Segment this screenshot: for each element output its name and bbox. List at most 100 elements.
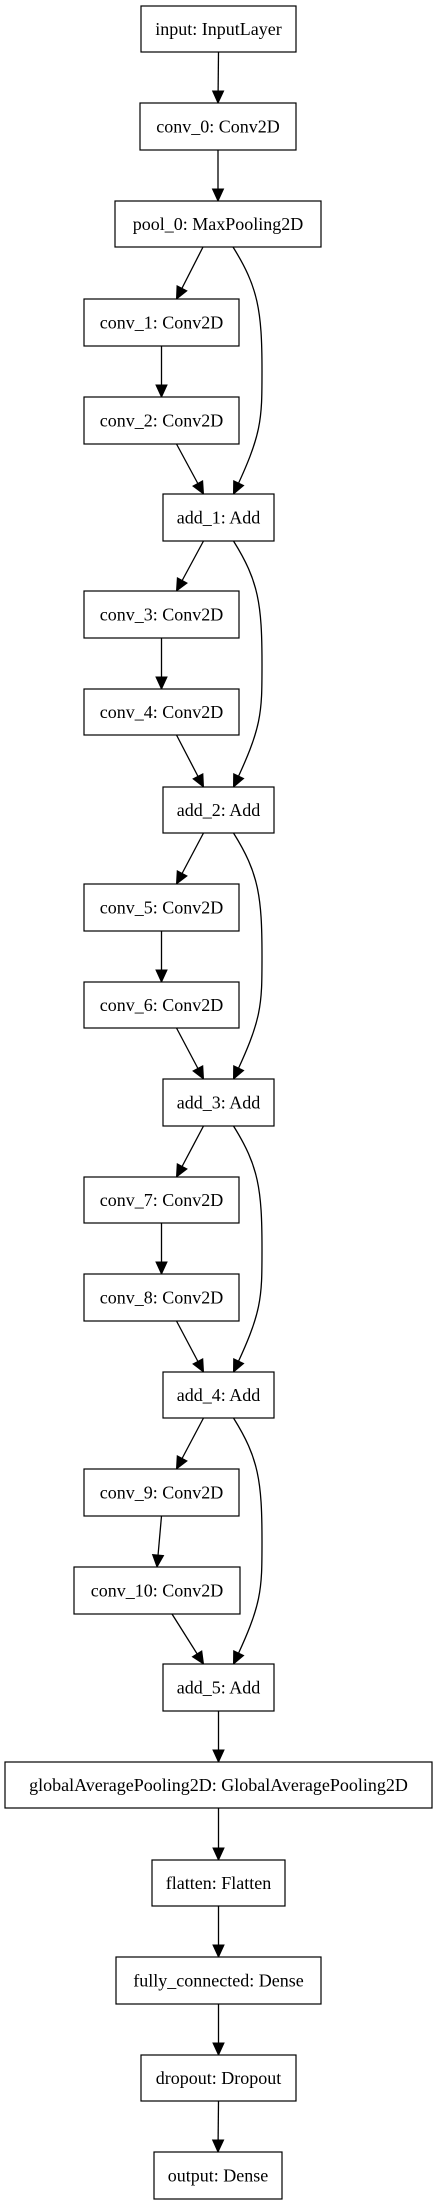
edge-conv_3-to-conv_4-arrowhead — [155, 676, 168, 691]
node-add_1-label: add_1: Add — [177, 508, 261, 528]
edge-add_2-to-add_3-arrowhead — [232, 1065, 245, 1081]
node-dropout-box — [140, 2054, 297, 2102]
node-conv_1-box — [83, 298, 240, 347]
node-fully_connected-label: fully_connected: Dense — [133, 1971, 303, 1991]
edge-pool_0-to-add_1 — [232, 246, 263, 496]
edge-conv_8-to-add_4 — [175, 1320, 205, 1374]
node-conv_10-label: conv_10: Conv2D — [91, 1581, 224, 1601]
edges-layer — [151, 51, 263, 2154]
edge-add_3-to-add_4 — [232, 1125, 263, 1374]
node-conv_6: conv_6: Conv2D — [83, 981, 240, 1029]
edge-add_1-to-add_2-line — [232, 540, 263, 788]
edge-conv_2-to-add_1 — [175, 443, 205, 496]
node-add_3-box — [162, 1078, 275, 1127]
edge-dropout-to-output — [211, 2100, 225, 2154]
node-add_5: add_5: Add — [162, 1663, 275, 1712]
node-conv_8-label: conv_8: Conv2D — [100, 1288, 224, 1308]
node-input: input: InputLayer — [140, 5, 297, 53]
node-conv_3-label: conv_3: Conv2D — [100, 605, 224, 625]
edge-flatten-to-fully_connected-arrowhead — [212, 1944, 225, 1959]
node-add_1: add_1: Add — [162, 493, 275, 542]
node-pool_0-label: pool_0: MaxPooling2D — [133, 214, 304, 234]
node-output-label: output: Dense — [168, 2166, 269, 2186]
edge-add_1-to-add_2-arrowhead — [232, 773, 245, 789]
edge-conv_9-to-conv_10 — [151, 1515, 165, 1569]
node-conv_10: conv_10: Conv2D — [73, 1566, 241, 1615]
edge-conv_4-to-add_2 — [175, 734, 205, 789]
node-add_3-label: add_3: Add — [177, 1093, 261, 1113]
node-conv_9: conv_9: Conv2D — [83, 1468, 240, 1517]
edge-conv_0-to-pool_0-arrowhead — [211, 188, 225, 203]
node-conv_3: conv_3: Conv2D — [83, 590, 240, 639]
node-conv_0-box — [139, 102, 297, 151]
node-add_4-label: add_4: Add — [177, 1385, 261, 1405]
node-conv_5: conv_5: Conv2D — [83, 883, 240, 932]
node-gap-label: globalAveragePooling2D: GlobalAveragePoo… — [29, 1775, 408, 1795]
node-conv_9-label: conv_9: Conv2D — [100, 1483, 224, 1503]
edge-fully_connected-to-dropout-arrowhead — [212, 2042, 225, 2057]
edge-gap-to-flatten-arrowhead — [212, 1847, 225, 1862]
edge-conv_9-to-conv_10-arrowhead — [151, 1553, 165, 1569]
edge-conv_3-to-conv_4 — [155, 638, 168, 691]
node-gap-box — [4, 1761, 433, 1809]
node-dropout-label: dropout: Dropout — [156, 2068, 282, 2088]
node-fully_connected: fully_connected: Dense — [115, 1956, 322, 2005]
edge-pool_0-to-add_1-line — [232, 246, 263, 495]
node-add_2-label: add_2: Add — [177, 800, 261, 820]
edge-add_2-to-add_3 — [232, 832, 263, 1081]
edge-flatten-to-fully_connected — [212, 1906, 225, 1959]
edge-add_3-to-conv_7-arrowhead — [175, 1163, 188, 1179]
node-conv_1-label: conv_1: Conv2D — [100, 313, 224, 333]
edge-add_3-to-conv_7 — [175, 1125, 205, 1179]
node-conv_0-label: conv_0: Conv2D — [156, 117, 280, 137]
node-conv_7: conv_7: Conv2D — [83, 1176, 240, 1224]
edge-add_4-to-conv_9-arrowhead — [175, 1455, 188, 1471]
node-pool_0-box — [114, 200, 322, 248]
node-conv_2: conv_2: Conv2D — [83, 396, 240, 445]
node-conv_8-box — [83, 1273, 240, 1322]
node-gap: globalAveragePooling2D: GlobalAveragePoo… — [4, 1761, 433, 1809]
node-conv_6-box — [83, 981, 240, 1029]
edge-add_1-to-conv_3 — [175, 540, 205, 593]
edge-conv_1-to-conv_2 — [155, 346, 168, 399]
edge-fully_connected-to-dropout — [212, 2004, 225, 2057]
node-dropout: dropout: Dropout — [140, 2054, 297, 2102]
node-conv_10-box — [73, 1566, 241, 1615]
edge-conv_5-to-conv_6-arrowhead — [155, 969, 168, 984]
node-conv_8: conv_8: Conv2D — [83, 1273, 240, 1322]
edge-conv_4-to-add_2-arrowhead — [192, 773, 205, 789]
edge-add_3-to-add_4-line — [232, 1125, 263, 1373]
edge-add_5-to-gap — [212, 1711, 225, 1764]
edge-dropout-to-output-arrowhead — [211, 2139, 225, 2154]
node-conv_4-box — [83, 688, 240, 736]
node-conv_7-label: conv_7: Conv2D — [100, 1190, 224, 1210]
node-add_5-box — [162, 1663, 275, 1712]
node-add_3: add_3: Add — [162, 1078, 275, 1127]
edge-pool_0-to-conv_1 — [175, 246, 204, 301]
edge-input-to-conv_0-arrowhead — [211, 90, 225, 105]
node-add_2-box — [162, 786, 275, 834]
node-conv_1: conv_1: Conv2D — [83, 298, 240, 347]
node-add_4: add_4: Add — [162, 1371, 275, 1419]
node-pool_0: pool_0: MaxPooling2D — [114, 200, 322, 248]
edge-add_2-to-conv_5 — [175, 832, 205, 886]
node-add_2: add_2: Add — [162, 786, 275, 834]
edge-add_3-to-add_4-arrowhead — [232, 1358, 245, 1374]
edge-add_4-to-conv_9 — [175, 1417, 205, 1471]
edge-add_1-to-conv_3-arrowhead — [175, 577, 188, 593]
edge-add_4-to-add_5-line — [232, 1417, 263, 1665]
edge-add_2-to-add_3-line — [232, 832, 263, 1080]
edge-gap-to-flatten — [212, 1808, 225, 1862]
node-conv_6-label: conv_6: Conv2D — [100, 995, 224, 1015]
node-conv_9-box — [83, 1468, 240, 1517]
edge-add_1-to-add_2 — [232, 540, 263, 789]
edge-conv_1-to-conv_2-arrowhead — [155, 384, 168, 399]
node-flatten: flatten: Flatten — [151, 1859, 286, 1907]
node-conv_5-box — [83, 883, 240, 932]
node-flatten-label: flatten: Flatten — [166, 1873, 271, 1893]
edge-add_4-to-add_5-arrowhead — [232, 1650, 245, 1666]
edge-conv_7-to-conv_8-arrowhead — [155, 1261, 168, 1276]
edge-input-to-conv_0 — [211, 51, 225, 105]
node-conv_4-label: conv_4: Conv2D — [100, 702, 224, 722]
